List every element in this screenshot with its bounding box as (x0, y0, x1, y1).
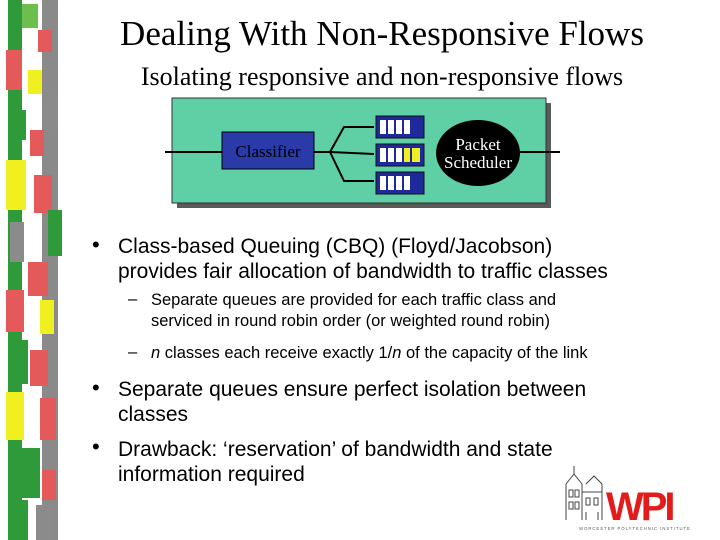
scheduler-label-line1: Packet (455, 135, 501, 154)
wpi-logo: WPI WORCESTER POLYTECHNIC INSTITUTE (565, 466, 691, 531)
bullet-3-line1: Drawback: ‘reservation’ of bandwidth and… (118, 438, 553, 461)
sub-bullet-dash: – (128, 290, 138, 308)
bullet-dot: • (92, 375, 100, 400)
bullet-dot: • (92, 232, 100, 257)
queue-middle (375, 143, 425, 167)
sub-bullet-2-post: of the capacity of the link (401, 344, 588, 362)
queue-top (375, 115, 425, 139)
fanout-line-top (314, 126, 374, 153)
bullet-1-line1: Class-based Queuing (CBQ) (Floyd/Jacobso… (118, 235, 553, 258)
fanout-line-middle (329, 151, 375, 155)
bullet-2-line1: Separate queues ensure perfect isolation… (118, 378, 587, 401)
sub-bullet-2: n classes each receive exactly 1/n of th… (151, 343, 588, 364)
sub-bullet-dash: – (128, 343, 138, 361)
bullet-2-line2: classes (118, 403, 189, 426)
bullet-3-line2: information required (118, 463, 305, 486)
classifier-box (221, 131, 315, 170)
slide-subtitle: Isolating responsive and non-responsive … (140, 62, 624, 91)
bullet-1-line2: provides fair allocation of bandwidth to… (118, 260, 608, 283)
slide-title: Dealing With Non-Responsive Flows (120, 14, 644, 53)
building-icon (565, 466, 603, 520)
scheduler-label-line2: Scheduler (444, 153, 512, 172)
sub-bullet-1-line1: Separate queues are provided for each tr… (151, 291, 557, 309)
wpi-logo-caption: WORCESTER POLYTECHNIC INSTITUTE (579, 526, 691, 531)
packet-scheduler (436, 120, 520, 186)
bullet-2: Separate queues ensure perfect isolation… (118, 377, 586, 427)
bullet-dot: • (92, 434, 100, 459)
wpi-logo-text: WPI (606, 485, 673, 529)
bullet-1: Class-based Queuing (CBQ) (Floyd/Jacobso… (118, 234, 608, 284)
queue-bottom (375, 171, 425, 195)
sub-bullet-1-line2: serviced in round robin order (or weight… (151, 312, 550, 330)
sub-bullet-1: Separate queues are provided for each tr… (151, 290, 556, 332)
bullet-3: Drawback: ‘reservation’ of bandwidth and… (118, 437, 553, 487)
decorative-left-strip (0, 0, 72, 540)
fanout-line-bottom (329, 151, 374, 182)
classifier-label: Classifier (235, 142, 300, 161)
sub-bullet-2-mid: classes each receive exactly 1/ (160, 344, 393, 362)
cbq-diagram: Classifier Packet Scheduler (165, 97, 560, 208)
sub-bullet-2-n2: n (392, 344, 402, 362)
sub-bullet-2-n1: n (151, 344, 161, 362)
